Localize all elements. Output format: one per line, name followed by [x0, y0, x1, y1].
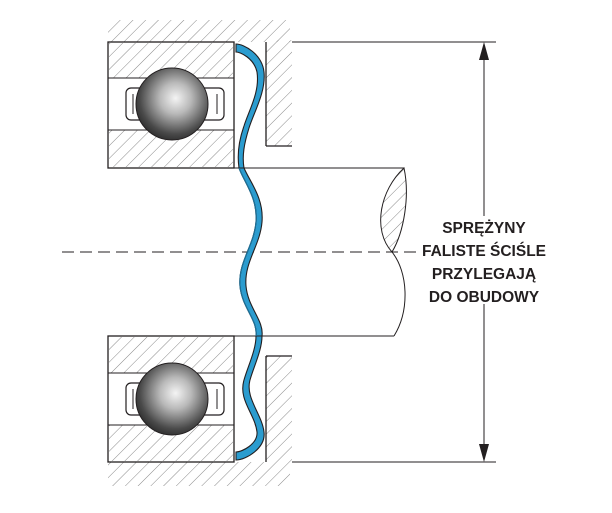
- ball-bottom: [135, 362, 209, 436]
- ball-top: [135, 67, 209, 141]
- wave-spring-top: [235, 43, 265, 169]
- arrow-down-icon: [479, 444, 489, 462]
- housing: [108, 20, 292, 486]
- housing-top-wall: [266, 40, 292, 146]
- arrow-up-icon: [479, 42, 489, 60]
- annotation-line-1: SPRĘŻYNY: [442, 220, 526, 237]
- annotation: SPRĘŻYNY FALISTE ŚCIŚLE PRZYLEGAJĄ DO OB…: [422, 220, 546, 306]
- wave-spring: [235, 43, 265, 461]
- housing-top-strip: [108, 20, 290, 42]
- wave-spring-bottom: [235, 335, 265, 461]
- bearing-top: [107, 41, 235, 169]
- shaft-break-section: [380, 167, 407, 253]
- annotation-line-4: DO OBUDOWY: [429, 289, 540, 306]
- annotation-line-3: PRZYLEGAJĄ: [432, 266, 536, 283]
- housing-bottom-strip: [108, 462, 290, 486]
- dimension: [292, 41, 496, 463]
- annotation-line-2: FALISTE ŚCIŚLE: [422, 242, 546, 260]
- bearing-bottom: [107, 335, 235, 463]
- housing-bottom-wall: [266, 356, 292, 462]
